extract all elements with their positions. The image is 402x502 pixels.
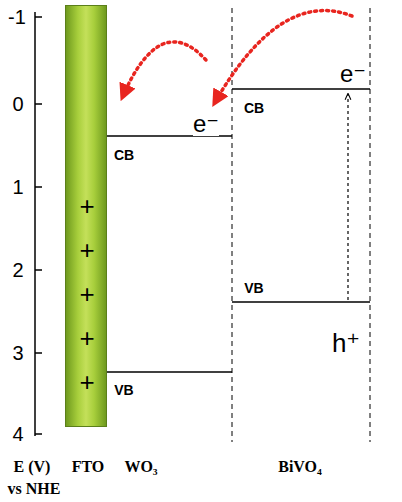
axis-tick-label: 4 (12, 424, 23, 444)
band-edge (105, 89, 370, 372)
band-label: VB (114, 383, 133, 397)
electron-transfer-arrow (214, 11, 352, 104)
axis-tick-label: 0 (12, 94, 23, 114)
axis-title: vs NHE (8, 481, 61, 497)
electron-label: e⁻ (193, 112, 219, 136)
axis-tick-label: -1 (8, 7, 26, 27)
band-label: VB (244, 281, 263, 295)
material-label: FTO (72, 459, 105, 475)
electron-label: e⁻ (340, 62, 366, 86)
axis-tick-label: 2 (12, 260, 23, 280)
axis-title: E (V) (14, 459, 51, 475)
positive-charge: + (79, 237, 94, 263)
band-label: CB (244, 101, 264, 115)
positive-charge: + (79, 193, 94, 219)
positive-charge: + (79, 369, 94, 395)
material-label: BiVO₄ (278, 459, 322, 475)
axis-tick-label: 3 (12, 343, 23, 363)
axis-tick-label: 1 (12, 177, 23, 197)
band-label: CB (114, 148, 134, 162)
excitation-arrow (347, 94, 348, 300)
hole-label: h⁺ (332, 330, 360, 356)
fto-electrode: + + + + + (65, 5, 107, 427)
electron-transfer-arrow (122, 42, 206, 98)
material-label: WO₃ (124, 459, 157, 475)
positive-charge: + (79, 281, 94, 307)
region-boundary (232, 8, 370, 442)
positive-charge: + (79, 325, 94, 351)
energy-axis (35, 12, 42, 436)
